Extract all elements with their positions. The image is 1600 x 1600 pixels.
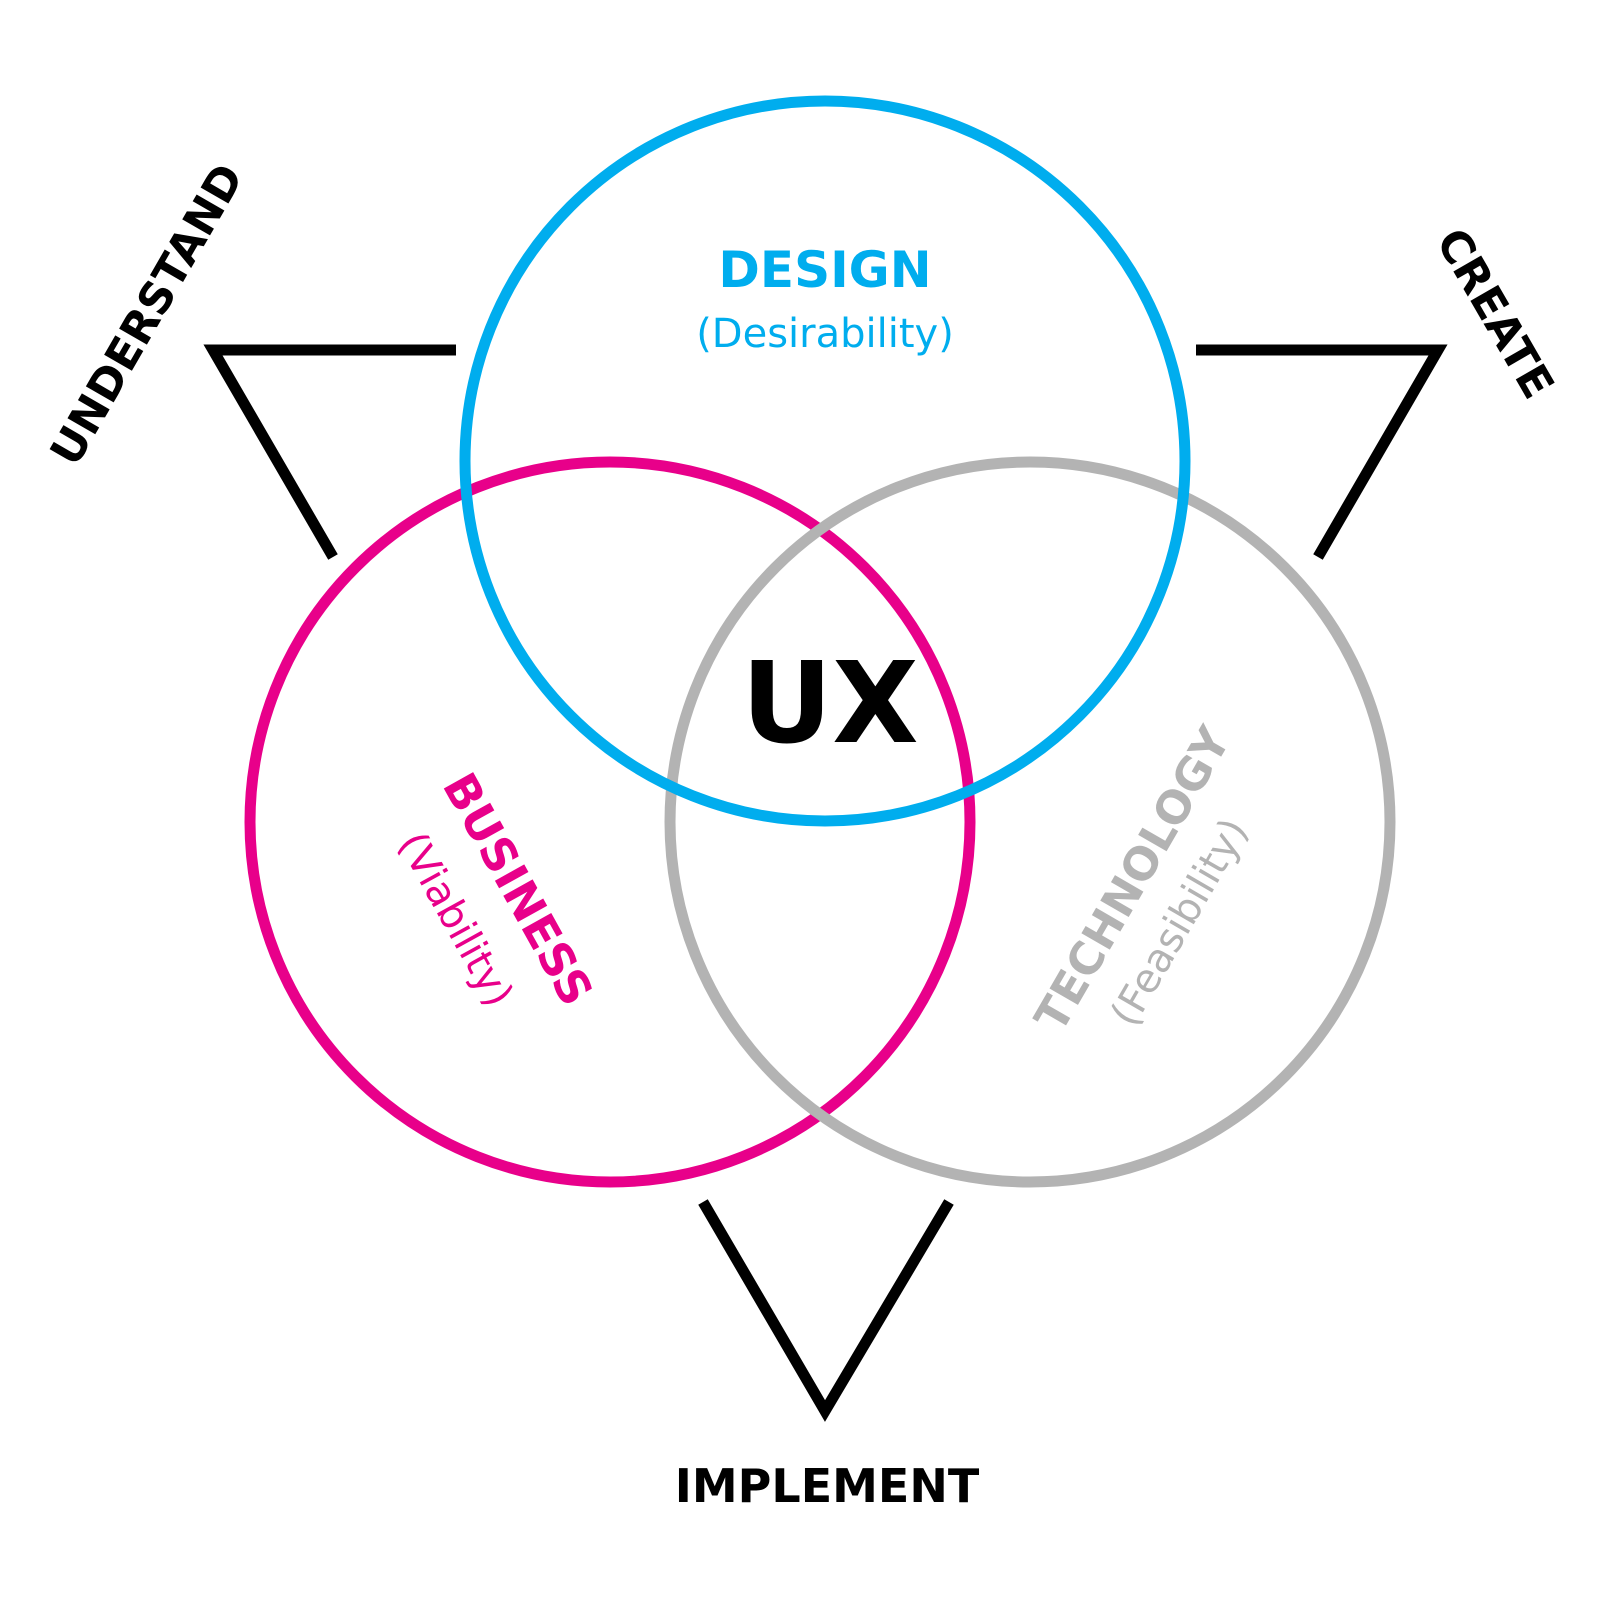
technology-circle [664, 456, 1396, 1188]
business-circle [244, 456, 976, 1188]
implement-label: IMPLEMENT [675, 1459, 980, 1513]
create-label: CREATE [1426, 220, 1564, 407]
ux-label: UX [741, 639, 918, 769]
understand-label: UNDERSTAND [41, 155, 255, 474]
design-circle [459, 95, 1191, 827]
implement-chevron [698, 1199, 954, 1422]
create-chevron [1196, 344, 1448, 560]
design-subtitle: (Desirability) [696, 311, 954, 357]
design-title: DESIGN [718, 241, 931, 299]
understand-chevron [203, 344, 456, 560]
